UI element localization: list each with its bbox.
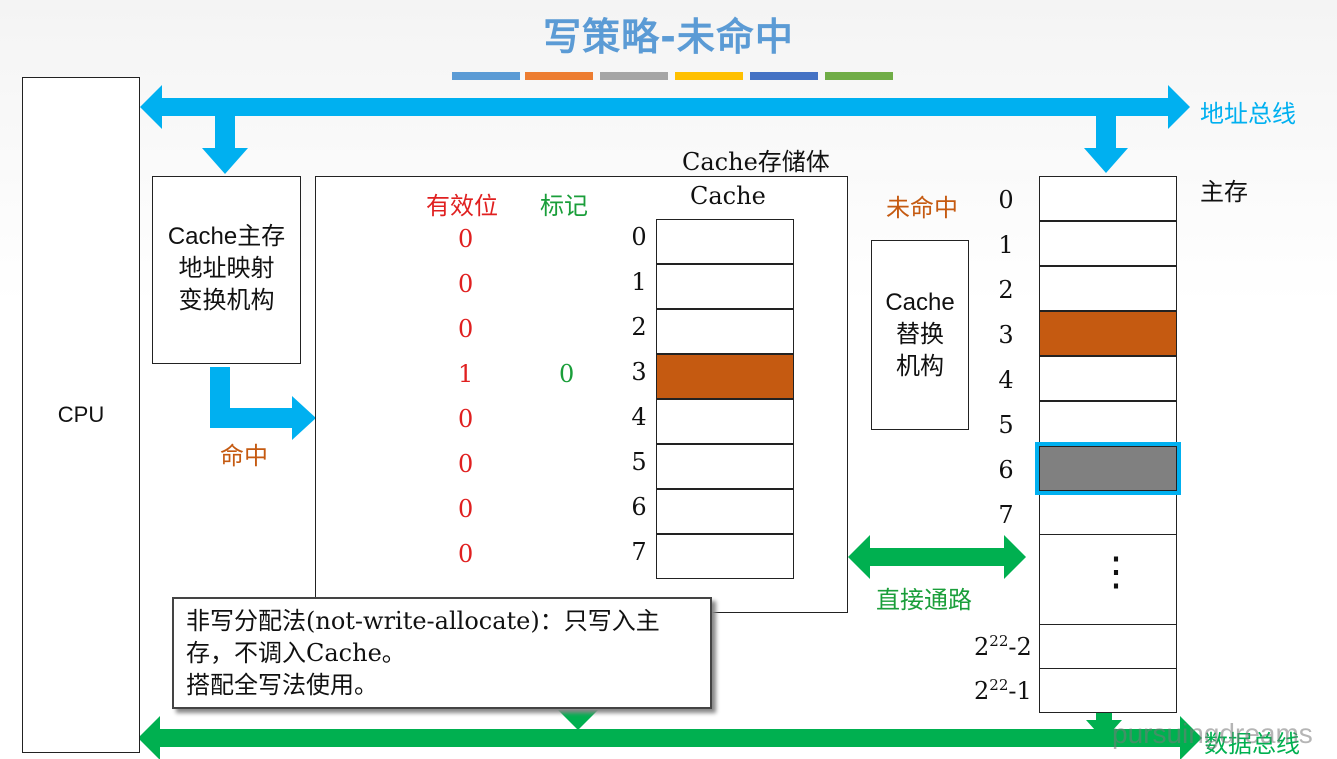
title-color-bar-6 xyxy=(825,72,893,80)
replace-line2: 替换 xyxy=(896,321,944,348)
address-to-memory-arrow xyxy=(1084,116,1128,173)
cache-line xyxy=(656,444,794,489)
memory-block-index: 5 xyxy=(998,411,1014,439)
hit-label: 命中 xyxy=(220,443,268,470)
data-bus-label: 数据总线 xyxy=(1204,731,1300,758)
cache-valid-bit: 0 xyxy=(458,315,474,343)
title-color-bar-5 xyxy=(750,72,818,80)
watermark: pursuingdreams xyxy=(1112,718,1313,749)
title-color-bar-3 xyxy=(600,72,668,80)
memory-index-last-1: 222-1 xyxy=(974,676,1032,705)
memory-block xyxy=(1035,442,1181,495)
cache-line-index: 2 xyxy=(631,313,647,341)
cache-line-index: 1 xyxy=(631,268,647,296)
cache-line-index: 4 xyxy=(631,403,647,431)
cache-valid-bit: 0 xyxy=(458,270,474,298)
cache-line xyxy=(656,489,794,534)
memory-block-index: 2 xyxy=(998,276,1014,304)
note-to-bus-arrow xyxy=(558,710,598,730)
valid-bit-header: 有效位 xyxy=(426,192,498,220)
cache-line xyxy=(656,219,794,264)
memory-block xyxy=(1039,311,1177,356)
title-color-bar-2 xyxy=(525,72,593,80)
address-bus-arrow xyxy=(140,85,1190,129)
cache-line xyxy=(656,534,794,579)
cache-line xyxy=(656,264,794,309)
memory-block xyxy=(1039,401,1177,446)
note-box: 非写分配法(not-write-allocate)：只写入主 存，不调入Cach… xyxy=(172,597,712,709)
memory-block xyxy=(1039,491,1177,536)
cache-line xyxy=(656,399,794,444)
direct-path-arrow xyxy=(848,535,1026,579)
replace-line3: 机构 xyxy=(896,353,944,380)
replace-box: Cache 替换 机构 xyxy=(871,240,969,430)
cache-line-index: 6 xyxy=(631,493,647,521)
memory-index-last-2: 222-2 xyxy=(974,632,1032,661)
memory-block-last-2 xyxy=(1039,624,1177,669)
memory-dots: ⋮ xyxy=(1096,549,1136,595)
memory-block xyxy=(1039,176,1177,221)
page-title: 写策略-未命中 xyxy=(543,15,794,59)
cache-line-index: 5 xyxy=(631,448,647,476)
cpu-label: CPU xyxy=(57,402,105,427)
memory-block-index: 6 xyxy=(998,456,1014,484)
cache-header: Cache xyxy=(690,182,766,210)
mapping-box: Cache主存 地址映射 变换机构 xyxy=(152,176,301,364)
memory-block-last-1 xyxy=(1039,668,1177,713)
memory-title: 主存 xyxy=(1200,178,1248,206)
cpu-box xyxy=(22,77,140,753)
memory-block-index: 1 xyxy=(998,231,1014,259)
title-color-bar-1 xyxy=(452,72,520,80)
memory-block-index: 0 xyxy=(998,186,1014,214)
replace-line1: Cache xyxy=(885,289,955,316)
cache-line xyxy=(656,309,794,354)
address-bus-label: 地址总线 xyxy=(1200,101,1296,128)
miss-label: 未命中 xyxy=(886,194,958,222)
note-line2: 存，不调入Cache。 xyxy=(186,639,406,667)
cache-line-index: 7 xyxy=(631,538,647,566)
data-bus-arrow xyxy=(138,716,1202,759)
cache-valid-bit: 0 xyxy=(458,540,474,568)
hit-arrow xyxy=(210,367,316,440)
memory-block-index: 7 xyxy=(998,501,1014,529)
cache-valid-bit: 1 xyxy=(458,360,474,388)
memory-block-index: 4 xyxy=(998,366,1014,394)
address-to-mapping-arrow xyxy=(202,116,248,174)
cache-valid-bit: 0 xyxy=(458,450,474,478)
note-line1: 非写分配法(not-write-allocate)：只写入主 xyxy=(186,607,660,635)
memory-block-index: 3 xyxy=(998,321,1014,349)
memory-block-dots xyxy=(1039,534,1177,625)
title-color-bar-4 xyxy=(675,72,743,80)
memory-block xyxy=(1039,356,1177,401)
cache-storage-title: Cache存储体 xyxy=(682,148,830,176)
note-line3: 搭配全写法使用。 xyxy=(186,671,378,699)
mapping-line1: Cache主存 xyxy=(167,223,286,250)
cache-valid-bit: 0 xyxy=(458,405,474,433)
cache-valid-bit: 0 xyxy=(458,495,474,523)
cache-line-index: 3 xyxy=(631,358,647,386)
mapping-line2: 地址映射 xyxy=(178,255,275,282)
tag-header: 标记 xyxy=(540,192,588,220)
memory-block xyxy=(1039,221,1177,266)
cache-valid-bit: 0 xyxy=(458,225,474,253)
mapping-line3: 变换机构 xyxy=(178,287,275,314)
memory-block xyxy=(1039,266,1177,311)
cache-tag: 0 xyxy=(559,360,575,388)
direct-path-label: 直接通路 xyxy=(876,586,972,614)
cache-line-index: 0 xyxy=(631,223,647,251)
cache-line xyxy=(656,354,794,399)
